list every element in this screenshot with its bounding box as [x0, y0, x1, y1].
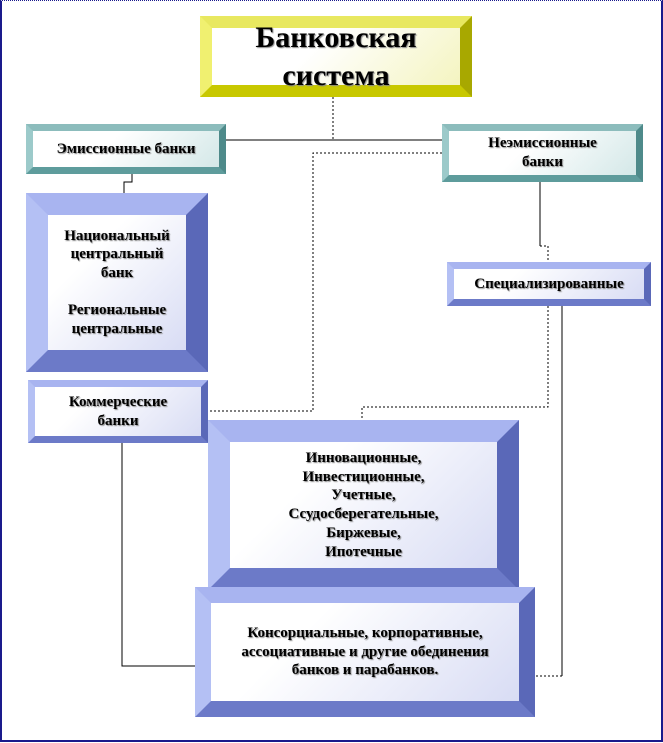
bank-type-item: Инвестиционные,	[302, 468, 425, 485]
bank-type-item: Ипотечные	[325, 543, 402, 560]
bank-type-item: Ссудосберегательные,	[288, 506, 439, 522]
central-bank-line: Национальный	[64, 227, 170, 244]
bank-types-box: Инновационные, Инвестиционные, Учетные, …	[208, 420, 519, 590]
bank-type-item: Учетные,	[331, 487, 396, 504]
title-line: система	[282, 58, 390, 92]
connector	[121, 443, 195, 667]
specialized-banks-box: Специализированные	[447, 262, 651, 306]
associations-line: ассоциативные и другие обединения	[241, 643, 489, 660]
connector	[208, 152, 442, 412]
central-bank-line: банк	[100, 265, 134, 282]
bank-type-item: Инновационные,	[305, 449, 422, 466]
non-emission-label: Неэмиссионные	[488, 135, 597, 152]
commercial-banks-box: Коммерческие банки	[28, 380, 208, 443]
connector	[361, 306, 549, 420]
specialized-label: Специализированные	[474, 275, 624, 292]
connector	[540, 245, 549, 262]
central-bank-line: центральные	[71, 320, 163, 337]
title-line: Банковская	[255, 21, 417, 54]
central-banks-box: Национальный центральный банк Региональн…	[26, 193, 208, 372]
banking-system-box: Банковская система	[200, 16, 472, 97]
associations-line: банков и парабанков.	[291, 662, 439, 679]
commercial-label: банки	[97, 412, 139, 429]
non-emission-label: банки	[522, 154, 563, 170]
emission-banks-label: Эмиссионные банки	[56, 140, 196, 157]
connector	[123, 174, 133, 193]
central-bank-line: центральный	[70, 246, 164, 263]
central-bank-line: Региональные	[67, 301, 167, 318]
associations-line: Консорциальные, корпоративные,	[247, 624, 483, 641]
commercial-label: Коммерческие	[68, 393, 168, 410]
bank-type-item: Биржевые,	[326, 524, 401, 541]
associations-box: Консорциальные, корпоративные, ассоциати…	[195, 587, 535, 717]
emission-banks-box: Эмиссионные банки	[26, 124, 226, 174]
non-emission-banks-box: Неэмиссионные банки	[442, 124, 643, 182]
